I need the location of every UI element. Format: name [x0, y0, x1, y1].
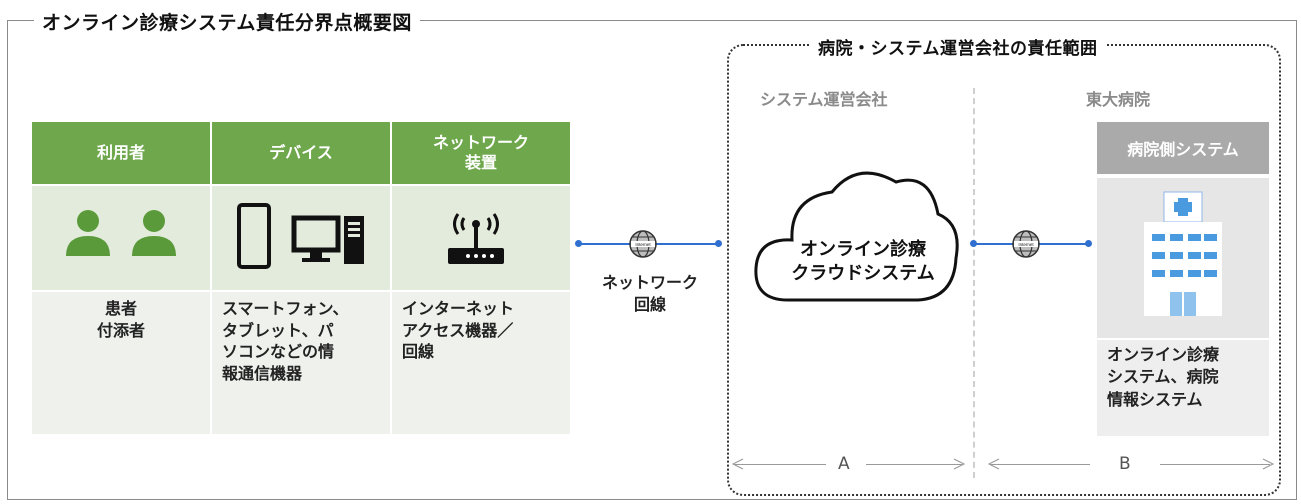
internet-globe-icon: Internet	[1012, 230, 1040, 258]
range-a-arrow-right	[866, 464, 962, 465]
range-b-label: B	[1119, 454, 1131, 474]
connection-dot	[715, 240, 722, 247]
range-b-arrow-left	[990, 464, 1090, 465]
arrowhead-right-icon	[953, 458, 965, 470]
internet-label: Internet	[1018, 242, 1034, 247]
users-icon	[66, 210, 176, 256]
header-network-device: ネットワーク 装置	[392, 122, 570, 184]
network-device-description: インターネット アクセス機器／ 回線	[392, 292, 570, 434]
responsibility-title: 病院・システム運営会社の責任範囲	[810, 34, 1106, 59]
connection-dot	[970, 240, 977, 247]
cloud-system-label: オンライン診療 クラウドシステム	[791, 239, 935, 285]
arrowhead-left-icon	[732, 458, 744, 470]
table-separator	[210, 122, 212, 434]
arrowhead-right-icon	[1262, 458, 1274, 470]
diagram-frame	[7, 20, 1297, 500]
arrowhead-left-icon	[988, 458, 1000, 470]
internet-label: Internet	[635, 242, 651, 247]
header-user: 利用者	[32, 122, 210, 184]
router-icon	[448, 213, 504, 264]
table-separator	[390, 122, 392, 434]
hospital-system-description: オンライン診療 システム、病院 情報システム	[1097, 340, 1269, 436]
connection-dot	[575, 240, 582, 247]
hospital-system-header: 病院側システム	[1097, 122, 1269, 174]
network-line-label: ネットワーク 回線	[601, 273, 698, 314]
hospital-column-heading: 東大病院	[1086, 90, 1151, 109]
column-divider	[973, 88, 975, 478]
internet-globe-icon: Internet	[629, 230, 657, 258]
device-description: スマートフォン、 タブレット、パ ソコンなどの情 報通信機器	[212, 292, 390, 434]
diagram-title: オンライン診療システム責任分界点概要図	[34, 8, 420, 35]
range-a-label: A	[838, 454, 850, 474]
devices-icon	[237, 203, 364, 269]
range-a-arrow-left	[734, 464, 826, 465]
hospital-building-icon	[1144, 191, 1222, 316]
cloud-icon	[754, 171, 959, 302]
user-description: 患者 付添者	[32, 292, 210, 434]
operator-column-heading: システム運営会社	[760, 90, 888, 109]
header-device: デバイス	[212, 122, 390, 184]
connection-dot	[1085, 240, 1092, 247]
range-b-arrow-right	[1160, 464, 1270, 465]
icons-row	[32, 186, 570, 290]
